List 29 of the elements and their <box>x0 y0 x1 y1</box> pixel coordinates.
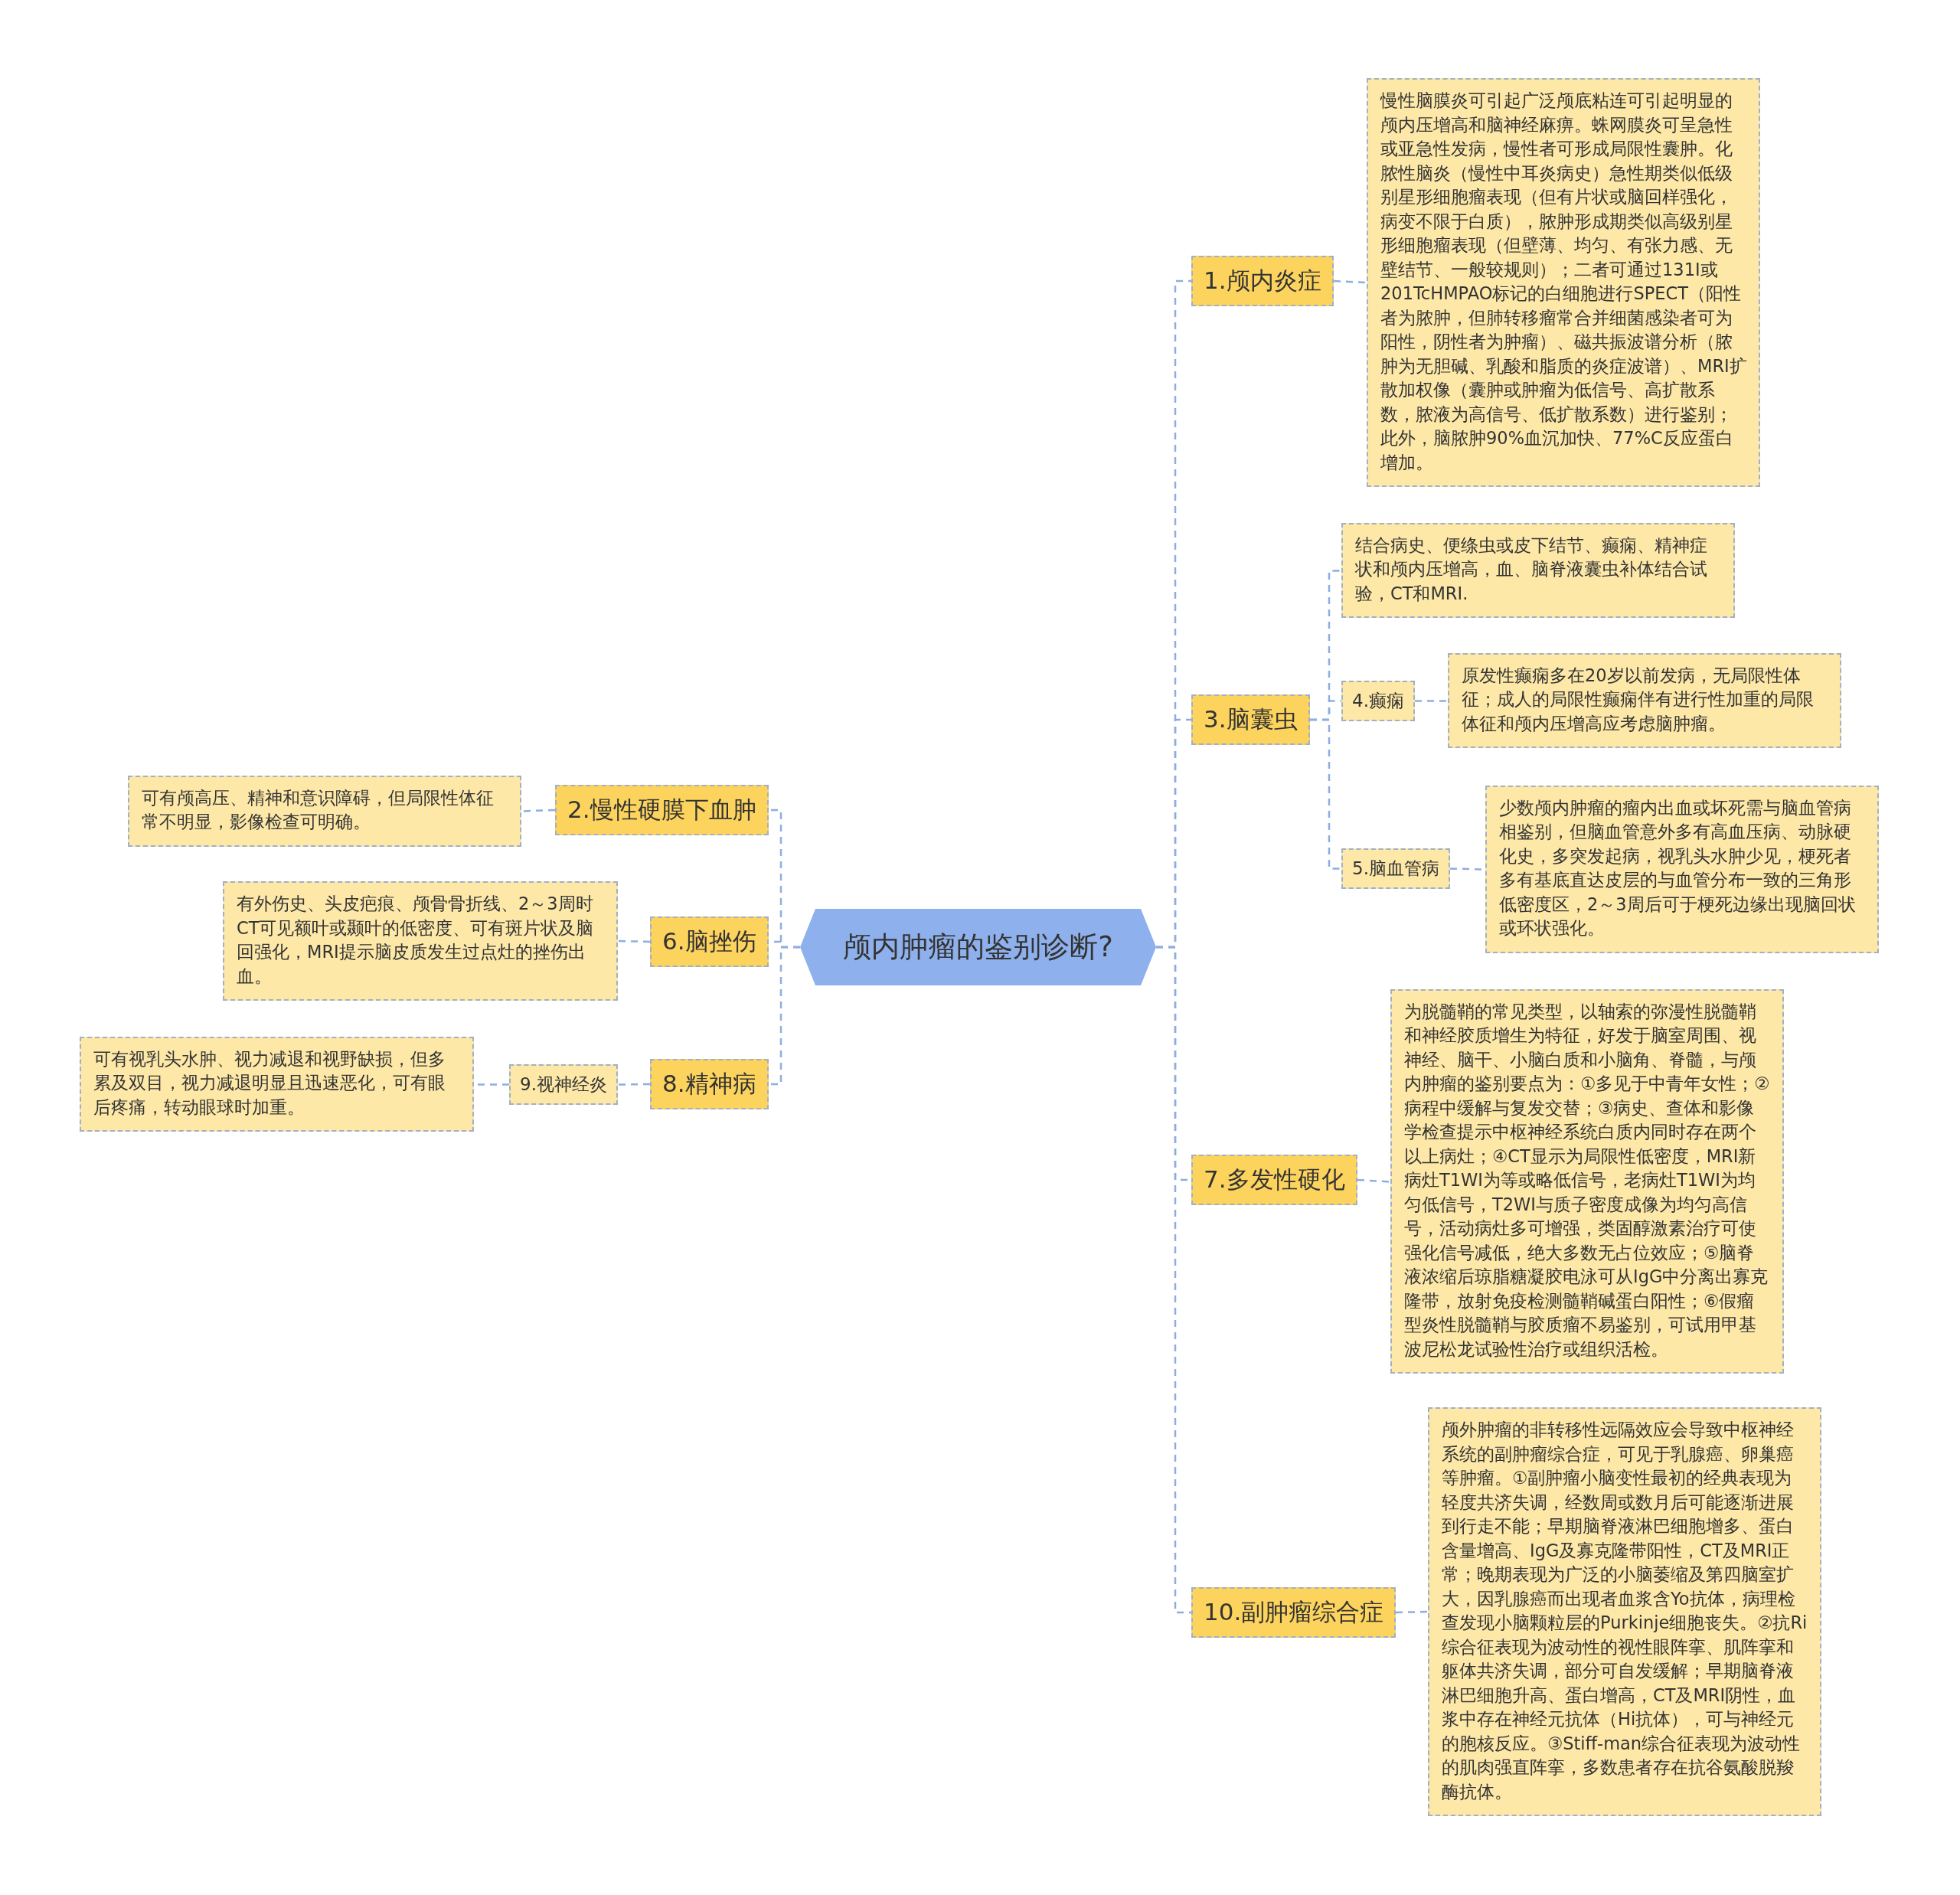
connector-line <box>1333 279 1367 284</box>
note-box: 为脱髓鞘的常见类型，以轴索的弥漫性脱髓鞘和神经胶质增生为特征，好发于脑室周围、视神经、脑干、小脑白质和小脑角、脊髓，与颅内肿瘤的鉴别要点为：①多见于中青年女性；②病程中缓解与复发交替；③病史、查体和影像学检查提示中枢神经系统白质内同时存在两个以上病灶；④CT显示为局限性低密度，MRI新病灶T1WI为等或略低信号，老病灶T1WI为均匀低信号，T2WI与质子密度成像为均匀高信号，活动病灶多可增强，类固醇激素治疗可使强化信号减低，绝大多数无占位效应；⑤脑脊液浓缩后琼脂糖凝胶电泳可从IgG中分离出寡克隆带，放射免疫检测髓鞘碱蛋白阳性；⑥假瘤型炎性脱髓鞘与胶质瘤不易鉴别，可试用甲基波尼松龙试验性治疗或组织活检。 <box>1390 988 1784 1374</box>
connector-line <box>1395 1610 1429 1614</box>
central-topic-box: 颅内肿瘤的鉴别诊断? <box>800 909 1156 985</box>
connector-line <box>617 939 651 943</box>
connector-line <box>769 946 800 1086</box>
topic-box: 10.副肿瘤综合症 <box>1191 1587 1396 1638</box>
subtopic-box: 4.癫痫 <box>1341 680 1415 721</box>
topic-box: 7.多发性硬化 <box>1191 1155 1357 1205</box>
note-box: 慢性脑膜炎可引起广泛颅底粘连可引起明显的颅内压增高和脑神经麻痹。蛛网膜炎可呈急性或亚急性发病，慢性者可形成局限性囊肿。化脓性脑炎（慢性中耳炎病史）急性期类似低级别星形细胞瘤表现（但有片状或脑回样强化，病变不限于白质），脓肿形成期类似高级别星形细胞瘤表现（但壁薄、均匀、有张力感、无壁结节、一般较规则）；二者可通过131I或201TcHMPAO标记的白细胞进行SPECT（阳性者为脓肿，但肺转移瘤常合并细菌感染者可为阳性，阴性者为肿瘤）、磁共振波谱分析（脓肿为无胆碱、乳酸和脂质的炎症波谱）、MRI扩散加权像（囊肿或肿瘤为低信号、高扩散系数，脓液为高信号、低扩散系数）进行鉴别；此外，脑脓肿90%血沉加快、77%C反应蛋白增加。 <box>1367 78 1760 487</box>
connector-line <box>618 1083 650 1086</box>
note-box: 有外伤史、头皮疤痕、颅骨骨折线、2～3周时CT可见额叶或颞叶的低密度、可有斑片状及脑回强化，MRI提示脑皮质发生过点灶的挫伤出血。 <box>223 881 618 1001</box>
note-box: 可有视乳头水肿、视力减退和视野缺损，但多累及双目，视力减退明显且迅速恶化，可有眼后疼痛，转动眼球时加重。 <box>80 1036 474 1132</box>
note-box: 原发性癫痫多在20岁以前发病，无局限性体征；成人的局限性癫痫伴有进行性加重的局限体征和颅内压增高应考虑脑肿瘤。 <box>1448 652 1841 748</box>
topic-box: 8.精神病 <box>650 1059 769 1109</box>
topic-box: 3.脑囊虫 <box>1191 694 1310 745</box>
note-box: 少数颅内肿瘤的瘤内出血或坏死需与脑血管病相鉴别，但脑血管意外多有高血压病、动脉硬化史，多突发起病，视乳头水肿少见，梗死者多有基底直达皮层的与血管分布一致的三角形低密度区，2～3周后可于梗死边缘出现脑回状或环状强化。 <box>1485 785 1879 953</box>
note-box: 可有颅高压、精神和意识障碍，但局限性体征常不明显，影像检查可明确。 <box>128 775 521 847</box>
subtopic-box: 9.视神经炎 <box>509 1063 618 1105</box>
topic-box: 1.颅内炎症 <box>1191 256 1334 306</box>
topic-box: 2.慢性硬膜下血肿 <box>555 785 769 835</box>
topic-box: 6.脑挫伤 <box>650 916 769 967</box>
connector-line <box>1310 718 1341 870</box>
connector-line <box>1415 700 1448 702</box>
subtopic-box: 5.脑血管病 <box>1341 848 1450 889</box>
connector-line <box>1357 1178 1391 1183</box>
note-box: 结合病史、便绦虫或皮下结节、癫痫、精神症状和颅内压增高，血、脑脊液囊虫补体结合试验，CT和MRI. <box>1341 522 1735 618</box>
note-box: 颅外肿瘤的非转移性远隔效应会导致中枢神经系统的副肿瘤综合症，可见于乳腺癌、卵巢癌等肿瘤。①副肿瘤小脑变性最初的经典表现为轻度共济失调，经数周或数月后可能逐渐进展到行走不能；早期脑脊液淋巴细胞增多、蛋白含量增高、IgG及寡克隆带阳性，CT及MRI正常；晚期表现为广泛的小脑萎缩及第四脑室扩大，因乳腺癌而出现者血浆含Yo抗体，病理检查发现小脑颗粒层的Purkinje细胞丧失。②抗Ri综合征表现为波动性的视性眼阵挛、肌阵挛和躯体共济失调，部分可自发缓解；早期脑脊液淋巴细胞升高、蛋白增高，CT及MRI阴性，血浆中存在神经元抗体（Hi抗体），可与神经元的胞核反应。③Stiff-man综合征表现为波动性的肌肉强直阵挛，多数患者存在抗谷氨酸脱羧酶抗体。 <box>1428 1407 1821 1816</box>
connector-line <box>1156 946 1191 1614</box>
